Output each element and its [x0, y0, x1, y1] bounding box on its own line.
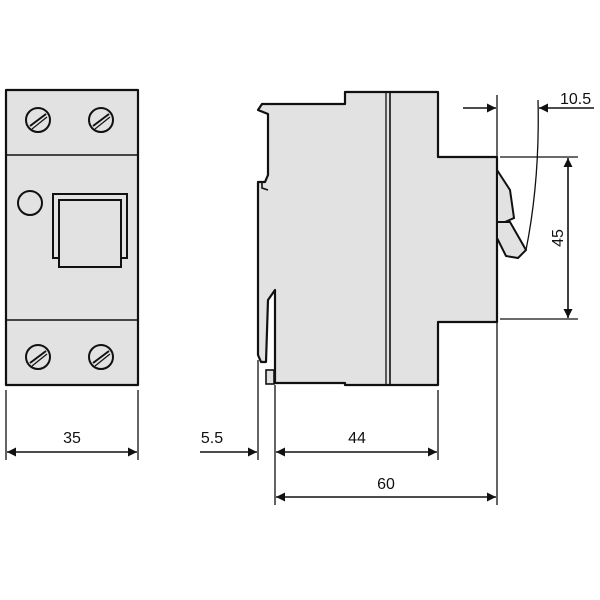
dimension-rail-offset: 5.5 [201, 430, 223, 447]
indicator-window-icon [17, 190, 43, 216]
side-housing [256, 90, 499, 387]
front-view: 35 [4, 88, 140, 460]
rail-latch [265, 369, 275, 385]
screw-head-icon [25, 344, 51, 370]
screw-head-icon [88, 107, 114, 133]
dimension-front-width: 35 [63, 430, 81, 447]
screw-head-icon [25, 107, 51, 133]
dimension-toggle-width: 10.5 [560, 91, 591, 108]
dimension-total-depth: 60 [377, 476, 395, 493]
dimension-body-depth: 44 [348, 430, 366, 447]
rail-clip [261, 182, 269, 191]
dimension-front-height: 45 [550, 229, 567, 247]
side-view: 10.5 45 5.5 44 60 [200, 90, 594, 505]
extension-curve [525, 99, 539, 251]
toggle-lever-icon [52, 193, 128, 268]
screw-head-icon [88, 344, 114, 370]
toggle-lever-icon [496, 166, 528, 260]
